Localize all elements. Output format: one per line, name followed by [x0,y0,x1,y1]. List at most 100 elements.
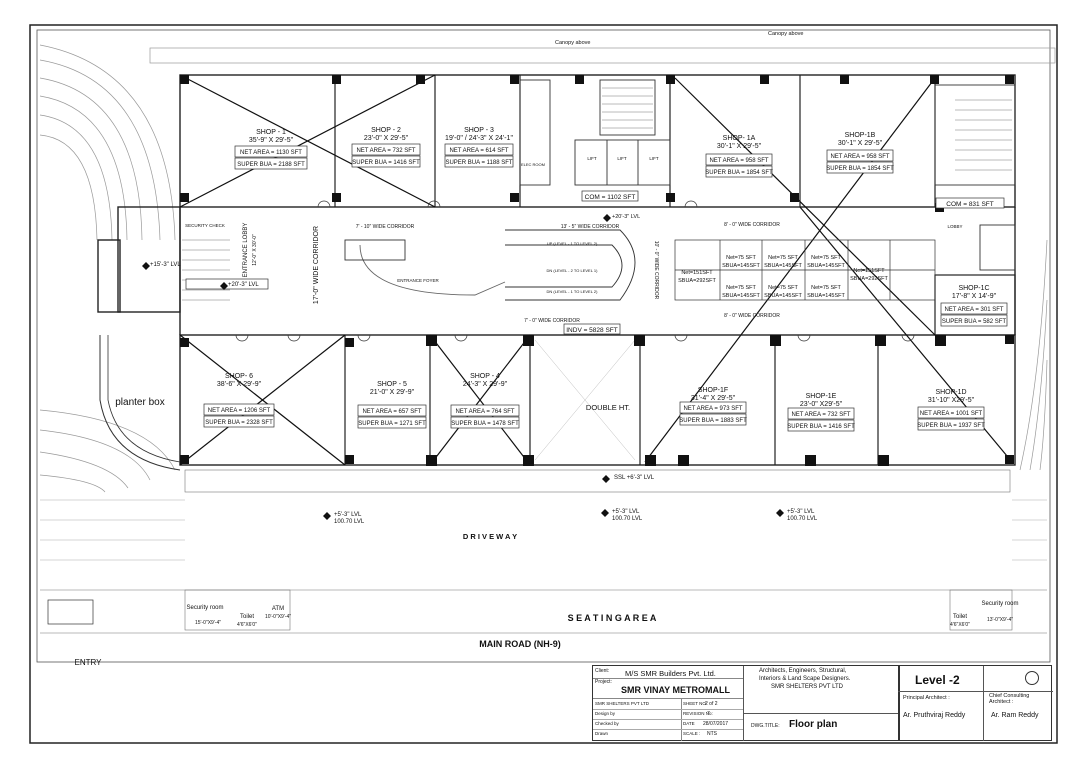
shop-1c-super: SUPER BUA = 582 SFT [942,319,1007,325]
shop-3-name: SHOP - 3 [464,127,494,134]
lvl-5-3-b: +5'-3" LVL [612,509,640,515]
revision-label: REVISION No: [683,711,713,716]
checked-by-label: Checked by [595,721,619,726]
client-name: M/S SMR Builders Pvt. Ltd. [625,669,716,678]
dwg-title-label: DWG.TITLE: [751,723,780,729]
shop-info-boxes [47,143,1008,625]
security-room-left: Security room [186,605,223,611]
sheet-no: 2 of 2 [705,701,718,707]
kiosk-1-sbua: SBUA=292SFT [678,278,716,284]
site-curves-left [39,44,176,493]
kiosk-8-sbua: SBUA=145SFT [807,293,845,299]
kiosk-7-sbua: SBUA=145SFT [764,293,802,299]
shop-2-super: SUPER BUA = 1416 SFT [352,160,420,166]
shop-4-super: SUPER BUA = 1478 SFT [451,421,519,427]
security-check: SECURITY CHECK [185,223,225,228]
shop-4-net: NET AREA = 764 SFT [455,409,514,415]
shop-1c-dim: 17'-8" X 14'-9" [952,293,997,300]
lvl-20-3-b: +20'-3" LVL [612,214,640,220]
shop-1b-dim: 30'-1" X 29'-5" [838,140,883,147]
drawn-label: Drawn [595,731,609,736]
owner-small: SMR SHELTERS PVT LTD [595,701,650,706]
com-label-2: COM = 831 SFT [946,201,994,208]
scale-value: NTS [707,731,717,737]
lvl-5-3-c: +5'-3" LVL [787,509,815,515]
shop-1d-name: SHOP-1D [935,389,966,396]
lift-core [519,79,1016,271]
driveway-label: D R I V E W A Y [463,532,517,541]
shop-2-net: NET AREA = 732 SFT [356,148,415,154]
shop-1-dim: 35'-9" X 29'-5" [249,137,294,144]
kiosk-4-net: Net=75 SFT [811,255,841,261]
shop-1b-name: SHOP-1B [845,132,876,139]
firm-line-1: Architects, Engineers, Structural, [759,668,847,674]
lvl-20-3-a: +20'-3" LVL [228,282,259,288]
toilet-right-dim: 4'6"X6'0" [950,622,970,628]
site-hatch-lines [40,499,1047,561]
shop-1e-net: NET AREA = 732 SFT [791,412,850,418]
kiosk-5-net: Net=151SFT [853,268,885,274]
atm-label: ATM [272,606,284,612]
shop-1-super: SUPER BUA = 2188 SFT [237,162,305,168]
shop-1d-net: NET AREA = 1001 SFT [920,411,983,417]
shop-1d-dim: 31'-10" X29'-5" [928,397,975,404]
consult-label: Chief Consulting Architect : [989,693,1030,705]
shop-1f-net: NET AREA = 973 SFT [683,406,742,412]
ramp [344,229,636,301]
corridor-13-5: 13' - 5" WIDE CORRIDOR [561,224,620,230]
lvl-15-3: +15'-3" LVL [150,262,181,268]
entrance-lobby-dim: 12'-0" X 30'-0" [252,234,258,266]
client-label: Client: [595,668,610,674]
shop-3-super: SUPER BUA = 1188 SFT [445,160,512,166]
security-room-left-dim: 15'-0"X9'-4" [195,620,221,626]
shop-6-super: SUPER BUA = 2328 SFT [205,420,273,426]
corridor-8-0-top: 8' - 0" WIDE CORRIDOR [724,222,780,228]
shop-1b-super: SUPER BUA = 1854 SFT [826,166,894,172]
lift-label-2: LIFT [617,156,627,161]
lvl-5-3-a: +5'-3" LVL [334,512,362,518]
lvl-100-a: 100.70 LVL [334,519,365,525]
lobby-label: LOBBY [947,224,962,229]
shop-1d-super: SUPER BUA = 1937 SFT [917,423,985,429]
shop-5-name: SHOP - 5 [377,381,407,388]
level-title: Level -2 [915,673,960,687]
design-by-label: Design by [595,711,616,716]
wide-corridor-17: 17'-0" WIDE CORRIDOR [313,226,320,304]
lvl-ssl: SSL +6'-3" LVL [614,475,655,481]
dwg-title: Floor plan [789,719,838,730]
shop-3-dim: 19'-0" / 24'-3" X 24'-1" [445,135,513,142]
double-height-label: DOUBLE HT. [586,403,630,412]
title-block: Client: M/S SMR Builders Pvt. Ltd. Proje… [592,665,1053,741]
lift-label-3: LIFT [649,156,659,161]
ramp-dn-2: DN (LEVEL - 1 TO LEVEL 2) [547,289,599,294]
entrance-lobby: ENTRANCE LOBBY [243,223,249,278]
canopy-label-2: Canopy above [768,31,803,37]
shop-1c-net: NET AREA = 301 SFT [944,307,1003,313]
shop-5-super: SUPER BUA = 1271 SFT [358,421,426,427]
security-room-right-dim: 13'-0"X9'-4" [987,617,1013,623]
shop-1e-dim: 23'-0" X29'-5" [800,401,843,408]
building-outline [97,74,1016,466]
shop-6-dim: 38'-6" X 29'-9" [217,381,262,388]
ramp-up: UP (LEVEL - 1 TO LEVEL 2) [547,241,598,246]
kiosk-3-sbua: SBUA=145SFT [764,263,802,269]
shop-1c-name: SHOP-1C [958,285,989,292]
kiosk-2-net: Net=75 SFT [726,255,756,261]
project-name: SMR VINAY METROMALL [621,685,731,695]
shop-1-net: NET AREA = 1130 SFT [240,150,302,156]
scale-label: SCALE : [683,731,701,736]
com-label-1: COM = 1102 SFT [585,194,636,201]
lvl-100-c: 100.70 LVL [787,516,818,522]
kiosk-grid [674,239,936,301]
shop-2-dim: 23'-0" X 29'-5" [364,135,409,142]
seating-area-label: S E A T I N G A R E A [568,613,657,623]
planter-box-label: planter box [115,397,164,408]
shop-1f-dim: 31'-4" X 29'-5" [691,395,736,402]
main-road-label: MAIN ROAD (NH-9) [479,639,561,649]
atm-dim: 10'-0"X9'-4" [265,614,291,620]
canopy-label-1: Canopy above [555,40,590,46]
toilet-left-dim: 4'6"X6'0" [237,622,257,628]
kiosk-8-net: Net=75 SFT [811,285,841,291]
kiosk-2-sbua: SBUA=145SFT [722,263,760,269]
